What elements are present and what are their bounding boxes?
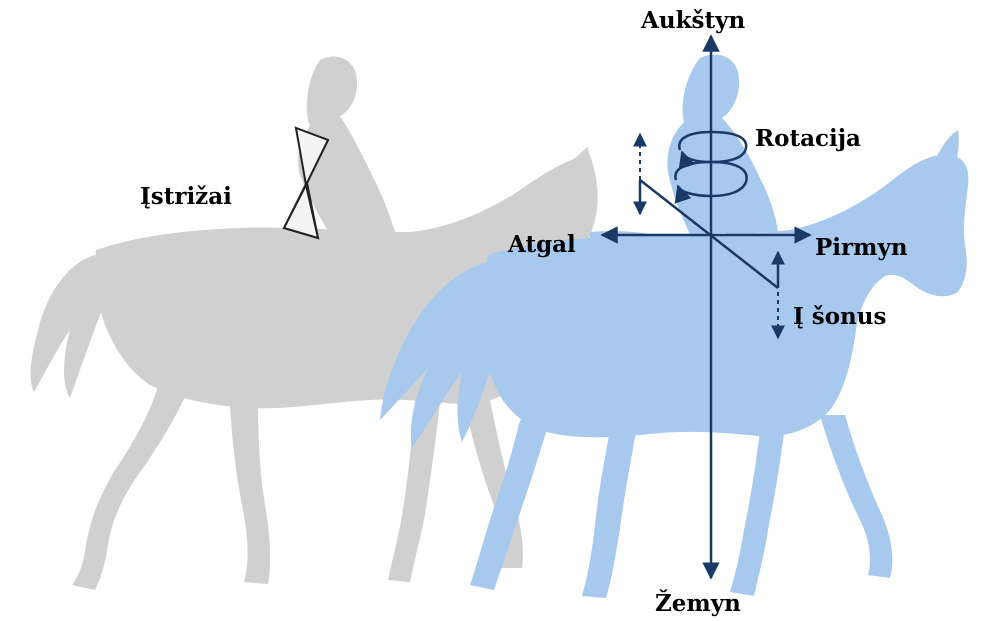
- label-rotation: Rotacija: [755, 127, 861, 150]
- label-backward: Atgal: [508, 233, 576, 256]
- label-down: Žemyn: [655, 592, 741, 615]
- label-up: Aukštyn: [641, 9, 745, 32]
- label-forward: Pirmyn: [815, 236, 908, 259]
- label-sideways: Į šonus: [793, 305, 886, 328]
- label-shear: Įstrižai: [140, 185, 232, 208]
